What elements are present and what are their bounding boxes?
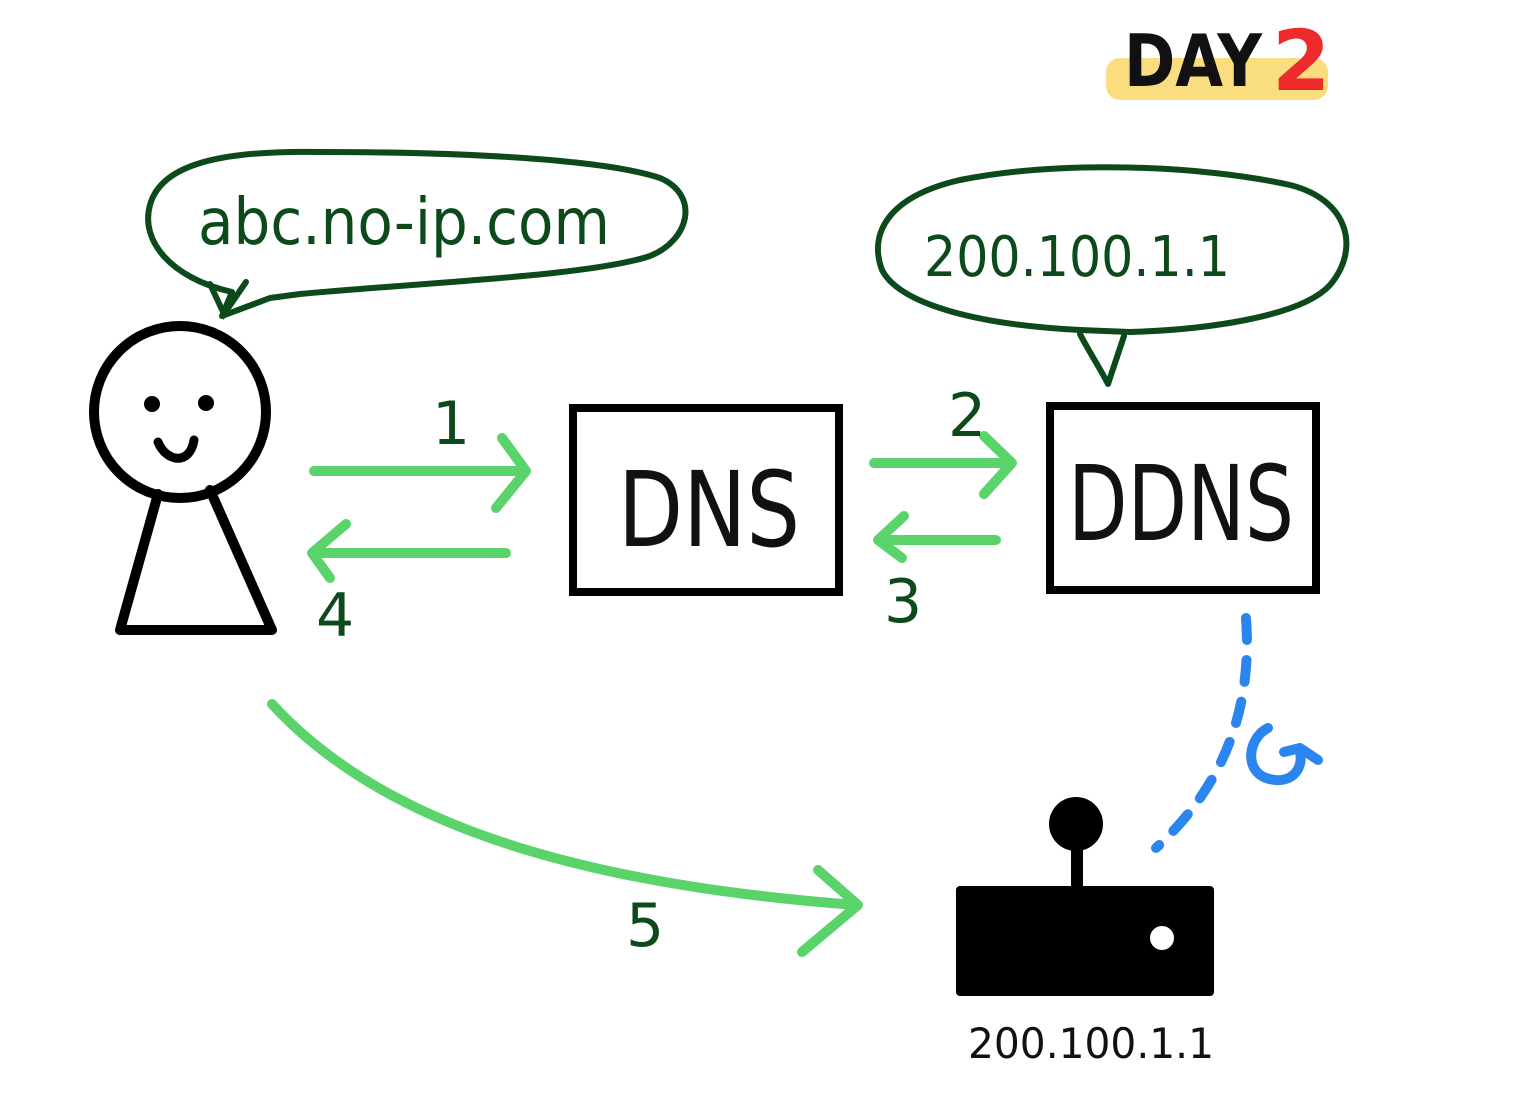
step-number-5: 5 bbox=[626, 891, 664, 961]
step-arrows bbox=[267, 431, 1017, 957]
ddns-speech-bubble: 200.100.1.1 bbox=[875, 164, 1350, 387]
ddns-bubble-outline bbox=[875, 164, 1350, 335]
person-head bbox=[89, 321, 271, 503]
ddns-box-frame bbox=[1046, 402, 1320, 594]
ddns-reply-text: 200.100.1.1 bbox=[924, 225, 1230, 290]
router-icon bbox=[956, 797, 1214, 996]
person-smile bbox=[153, 435, 199, 463]
arrow-step-1 bbox=[309, 433, 531, 513]
dns-box: DNS bbox=[569, 404, 843, 596]
day-word: DAY bbox=[1124, 19, 1263, 103]
router-led bbox=[1150, 926, 1174, 950]
arrow-step-3 bbox=[873, 511, 1001, 563]
person-right-eye bbox=[198, 395, 214, 411]
ddns-label: DDNS bbox=[1068, 443, 1294, 565]
ddns-bubble-tail bbox=[1077, 331, 1127, 387]
ddns-update-link bbox=[1151, 613, 1323, 853]
person-icon bbox=[89, 321, 277, 635]
step-number-1: 1 bbox=[432, 389, 470, 459]
step-number-2: 2 bbox=[948, 381, 986, 451]
refresh-icon bbox=[1246, 723, 1323, 786]
user-bubble-outline bbox=[145, 148, 689, 319]
dns-box-frame bbox=[569, 404, 843, 596]
update-dashed-line bbox=[1151, 613, 1252, 853]
day-highlight bbox=[1106, 58, 1328, 100]
router-antenna-tip bbox=[1049, 797, 1103, 851]
person-left-eye bbox=[144, 396, 160, 412]
day-header: DAY 2 bbox=[1106, 12, 1330, 110]
ddns-box: DDNS bbox=[1046, 402, 1320, 594]
arrow-step-2 bbox=[869, 431, 1017, 499]
person-body bbox=[115, 485, 277, 635]
user-speech-bubble: abc.no-ip.com bbox=[145, 148, 689, 321]
arrow-step-5 bbox=[267, 699, 863, 957]
day-number: 2 bbox=[1272, 12, 1330, 110]
dns-label: DNS bbox=[618, 449, 800, 571]
user-bubble-tail bbox=[207, 279, 249, 321]
router-antenna-stem bbox=[1071, 844, 1083, 894]
arrow-step-4 bbox=[307, 519, 511, 583]
device-ip-label: 200.100.1.1 bbox=[968, 1019, 1214, 1068]
router-body bbox=[956, 886, 1214, 996]
user-query-text: abc.no-ip.com bbox=[198, 186, 610, 260]
step-number-4: 4 bbox=[316, 581, 354, 651]
step-numbers: 1 2 3 4 5 bbox=[316, 381, 986, 961]
step-number-3: 3 bbox=[884, 567, 922, 637]
